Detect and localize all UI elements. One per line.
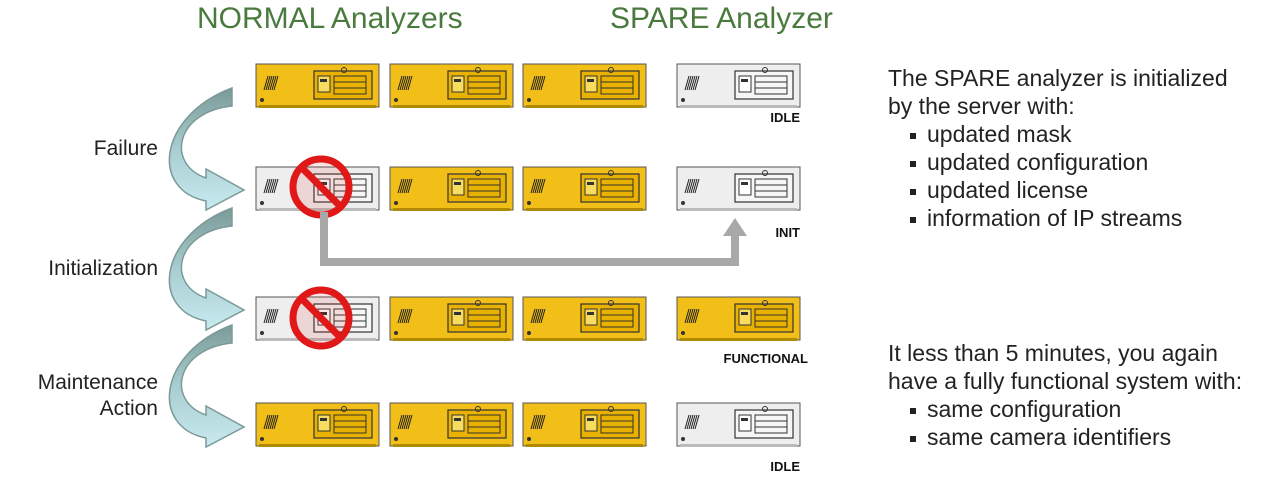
status-label-row2: INIT xyxy=(775,225,800,240)
analyzer-unit-r4-c2 xyxy=(389,402,514,447)
curved-arrow-icon xyxy=(168,206,246,332)
step-label-maintenance-line2: Action xyxy=(99,397,158,420)
analyzer-unit-r4-c1 xyxy=(255,402,380,447)
step-label-maintenance-action: Maintenance Action xyxy=(0,370,158,422)
list-item: updated configuration xyxy=(910,148,1258,176)
analyzer-unit-r1-c1 xyxy=(255,63,380,108)
step-label-failure: Failure xyxy=(93,137,158,160)
functional-list: same configuration same camera identifie… xyxy=(888,395,1258,451)
spare-init-list: updated mask updated configuration updat… xyxy=(888,120,1258,232)
list-item: same configuration xyxy=(910,395,1258,423)
status-label-row3: FUNCTIONAL xyxy=(723,351,809,366)
status-label-row1: IDLE xyxy=(770,110,800,125)
functional-info-panel: It less than 5 minutes, you again have a… xyxy=(888,339,1258,451)
prohibited-icon xyxy=(289,286,353,350)
init-transfer-arrow xyxy=(320,212,747,266)
curved-arrow-icon xyxy=(168,323,246,449)
analyzer-unit-r2-c4 xyxy=(676,166,801,211)
analyzer-unit-r1-c2 xyxy=(389,63,514,108)
step-label-initialization: Initialization xyxy=(48,257,158,280)
step-label-maintenance-line1: Maintenance xyxy=(37,371,158,394)
status-label-row4: IDLE xyxy=(770,459,800,474)
list-item: same camera identifiers xyxy=(910,423,1258,451)
analyzer-unit-r1-c3 xyxy=(522,63,647,108)
normal-analyzers-heading: NORMAL Analyzers xyxy=(197,2,463,35)
prohibited-icon xyxy=(289,155,353,219)
list-item: information of IP streams xyxy=(910,204,1258,232)
functional-intro: It less than 5 minutes, you again have a… xyxy=(888,340,1243,394)
curved-arrow-icon xyxy=(168,86,246,212)
analyzer-unit-r2-c2 xyxy=(389,166,514,211)
list-item: updated mask xyxy=(910,120,1258,148)
analyzer-unit-r4-c3 xyxy=(522,402,647,447)
analyzer-unit-r2-c3 xyxy=(522,166,647,211)
spare-analyzer-heading: SPARE Analyzer xyxy=(610,2,833,35)
analyzer-unit-r3-c2 xyxy=(389,296,514,341)
spare-init-intro: The SPARE analyzer is initialized by the… xyxy=(888,65,1228,119)
list-item: updated license xyxy=(910,176,1258,204)
analyzer-unit-r3-c4 xyxy=(676,296,801,341)
analyzer-unit-r3-c3 xyxy=(522,296,647,341)
spare-init-info-panel: The SPARE analyzer is initialized by the… xyxy=(888,64,1258,232)
analyzer-unit-r4-c4 xyxy=(676,402,801,447)
analyzer-unit-r2-c1 xyxy=(255,166,380,211)
analyzer-unit-r1-c4 xyxy=(676,63,801,108)
